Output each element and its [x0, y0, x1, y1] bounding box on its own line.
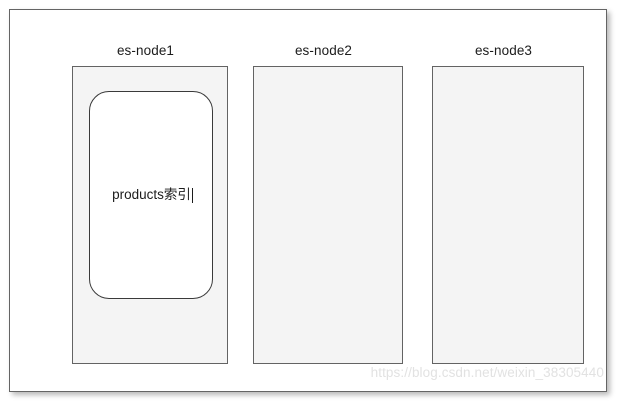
- index-shard-label: products索引: [90, 92, 212, 298]
- node-label-es-node2: es-node2: [294, 43, 353, 58]
- index-shard-products[interactable]: products索引: [89, 91, 213, 299]
- node-column-es-node2: es-node2: [244, 10, 403, 391]
- node-box-es-node3[interactable]: [432, 66, 584, 364]
- node-column-es-node3: es-node3: [423, 10, 584, 391]
- node-label-es-node1: es-node1: [116, 43, 175, 58]
- index-shard-text: products索引: [112, 187, 191, 202]
- watermark: https://blog.csdn.net/weixin_38305440: [370, 365, 604, 380]
- node-column-es-node1: es-node1 products索引: [63, 10, 228, 391]
- node-label-es-node3: es-node3: [474, 43, 533, 58]
- node-box-es-node1[interactable]: products索引: [72, 66, 228, 364]
- text-caret-icon: [191, 187, 193, 203]
- cluster-frame: es-node1 products索引 es-node2 es-node3 ht…: [9, 9, 607, 392]
- node-box-es-node2[interactable]: [253, 66, 403, 364]
